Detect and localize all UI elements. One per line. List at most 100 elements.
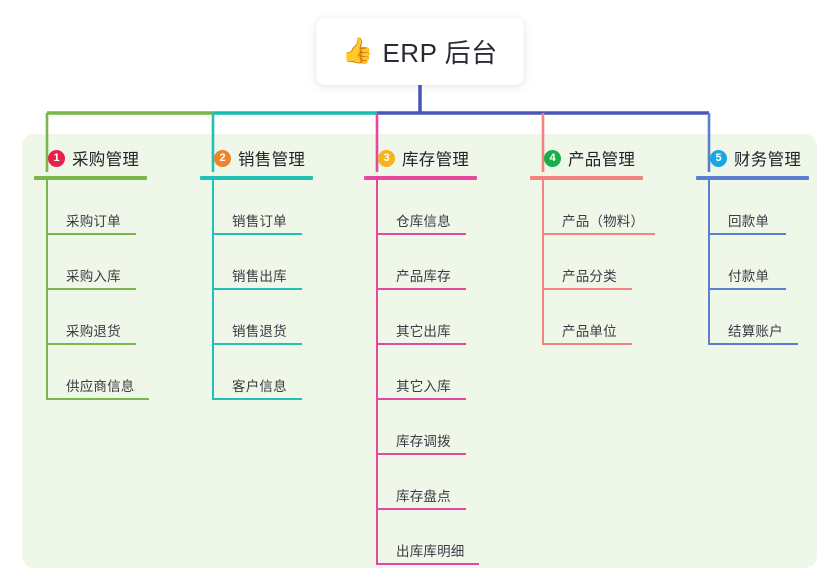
- branch-item-underline: [376, 232, 466, 235]
- branch-item-label: 回款单: [728, 213, 770, 229]
- branch-item-label: 产品单位: [562, 323, 617, 339]
- branch-item-label: 销售退货: [232, 323, 287, 339]
- branch-item-underline: [46, 232, 136, 235]
- diagram-background-panel: [22, 134, 817, 568]
- branch-item[interactable]: 回款单: [708, 180, 809, 235]
- branch-item-list: 回款单付款单结算账户: [708, 179, 809, 345]
- branch-title: 产品管理: [568, 151, 636, 169]
- branch-item-label: 付款单: [728, 268, 770, 284]
- branch-item[interactable]: 采购退货: [46, 290, 147, 345]
- branch-title: 采购管理: [72, 151, 140, 169]
- branch-item[interactable]: 付款单: [708, 235, 809, 290]
- branch-item-label: 销售订单: [232, 213, 287, 229]
- branch-item-underline: [708, 342, 798, 345]
- branch-item-label: 出库库明细: [396, 543, 465, 559]
- branch-underline: [696, 176, 809, 180]
- branch-item-label: 采购入库: [66, 268, 121, 284]
- branch-item[interactable]: 出库库明细: [376, 510, 479, 565]
- root-node[interactable]: 👍 ERP 后台: [316, 18, 524, 85]
- branch-header-3[interactable]: 3 库存管理: [364, 146, 477, 170]
- branch-badge-3: 3: [378, 149, 395, 167]
- branch-item[interactable]: 供应商信息: [46, 345, 149, 400]
- branch-item[interactable]: 产品分类: [542, 235, 644, 290]
- branch-item[interactable]: 其它入库: [376, 345, 477, 400]
- branch-column-2: 2 销售管理销售订单销售出库销售退货客户信息: [200, 146, 313, 400]
- branch-title: 财务管理: [734, 151, 802, 169]
- branch-item[interactable]: 采购订单: [46, 180, 147, 235]
- branch-item-underline: [212, 232, 302, 235]
- branch-item-underline: [376, 452, 466, 455]
- branch-item-underline: [708, 287, 786, 290]
- branch-header-1[interactable]: 1 采购管理: [34, 146, 147, 170]
- branch-item[interactable]: 库存盘点: [376, 455, 477, 510]
- branch-item[interactable]: 销售退货: [212, 290, 313, 345]
- branch-item-label: 采购订单: [66, 213, 121, 229]
- branch-item-underline: [376, 397, 466, 400]
- branch-item[interactable]: 结算账户: [708, 290, 809, 345]
- branch-item-underline: [542, 232, 655, 235]
- branch-item-underline: [46, 287, 136, 290]
- branch-header-4[interactable]: 4 产品管理: [530, 146, 644, 170]
- thumbs-up-icon: 👍: [342, 37, 374, 65]
- branch-column-1: 1 采购管理采购订单采购入库采购退货供应商信息: [34, 146, 149, 400]
- branch-underline: [200, 176, 313, 180]
- branch-item-underline: [376, 342, 466, 345]
- branch-item-underline: [376, 287, 466, 290]
- branch-item-label: 产品（物料）: [562, 213, 645, 229]
- branch-item-underline: [708, 232, 786, 235]
- branch-title: 销售管理: [238, 151, 306, 169]
- branch-item-label: 采购退货: [66, 323, 121, 339]
- branch-item-underline: [542, 287, 632, 290]
- branch-item[interactable]: 库存调拨: [376, 400, 477, 455]
- branch-item-underline: [212, 342, 302, 345]
- branch-badge-5: 5: [710, 149, 727, 167]
- branch-item-label: 销售出库: [232, 268, 287, 284]
- branch-item-label: 产品库存: [396, 268, 451, 284]
- branch-spine: [46, 179, 48, 400]
- branch-underline: [34, 176, 147, 180]
- branch-item[interactable]: 客户信息: [212, 345, 313, 400]
- branch-item-label: 客户信息: [232, 378, 287, 394]
- branch-item[interactable]: 其它出库: [376, 290, 477, 345]
- branch-column-4: 4 产品管理产品（物料） 产品分类产品单位: [530, 146, 655, 345]
- branch-item-underline: [46, 397, 149, 400]
- branch-badge-4: 4: [544, 149, 561, 167]
- branch-item-underline: [376, 562, 479, 565]
- branch-item-underline: [46, 342, 136, 345]
- branch-item-label: 库存盘点: [396, 488, 451, 504]
- branch-header-5[interactable]: 5 财务管理: [696, 146, 809, 170]
- branch-item[interactable]: 产品单位: [542, 290, 644, 345]
- root-title: ERP 后台: [382, 38, 498, 68]
- branch-item-underline: [376, 507, 466, 510]
- branch-item-label: 其它出库: [396, 323, 451, 339]
- branch-item[interactable]: 采购入库: [46, 235, 147, 290]
- branch-item-label: 结算账户: [728, 323, 783, 339]
- branch-item-label: 其它入库: [396, 378, 451, 394]
- branch-spine: [542, 179, 544, 345]
- branch-spine: [376, 179, 378, 565]
- branch-underline: [530, 176, 643, 180]
- branch-column-5: 5 财务管理回款单付款单结算账户: [696, 146, 809, 345]
- branch-item-label: 仓库信息: [396, 213, 451, 229]
- branch-item-label: 产品分类: [562, 268, 617, 284]
- branch-spine: [212, 179, 214, 400]
- branch-item-underline: [212, 397, 302, 400]
- branch-item[interactable]: 销售订单: [212, 180, 313, 235]
- branch-column-3: 3 库存管理仓库信息产品库存其它出库其它入库库存调拨库存盘点出库库明细: [364, 146, 479, 565]
- branch-title: 库存管理: [402, 151, 470, 169]
- branch-item-list: 采购订单采购入库采购退货供应商信息: [46, 179, 149, 400]
- branch-underline: [364, 176, 477, 180]
- branch-item-list: 产品（物料） 产品分类产品单位: [542, 179, 655, 345]
- branch-badge-2: 2: [214, 149, 231, 167]
- branch-item-underline: [212, 287, 302, 290]
- branch-item-underline: [542, 342, 632, 345]
- branch-item[interactable]: 产品库存: [376, 235, 477, 290]
- branch-badge-1: 1: [48, 149, 65, 167]
- branch-header-2[interactable]: 2 销售管理: [200, 146, 313, 170]
- branch-item-label: 库存调拨: [396, 433, 451, 449]
- branch-item[interactable]: 销售出库: [212, 235, 313, 290]
- branch-item-list: 仓库信息产品库存其它出库其它入库库存调拨库存盘点出库库明细: [376, 179, 479, 565]
- branch-item[interactable]: 产品（物料）: [542, 180, 655, 235]
- branch-item[interactable]: 仓库信息: [376, 180, 477, 235]
- branch-spine: [708, 179, 710, 345]
